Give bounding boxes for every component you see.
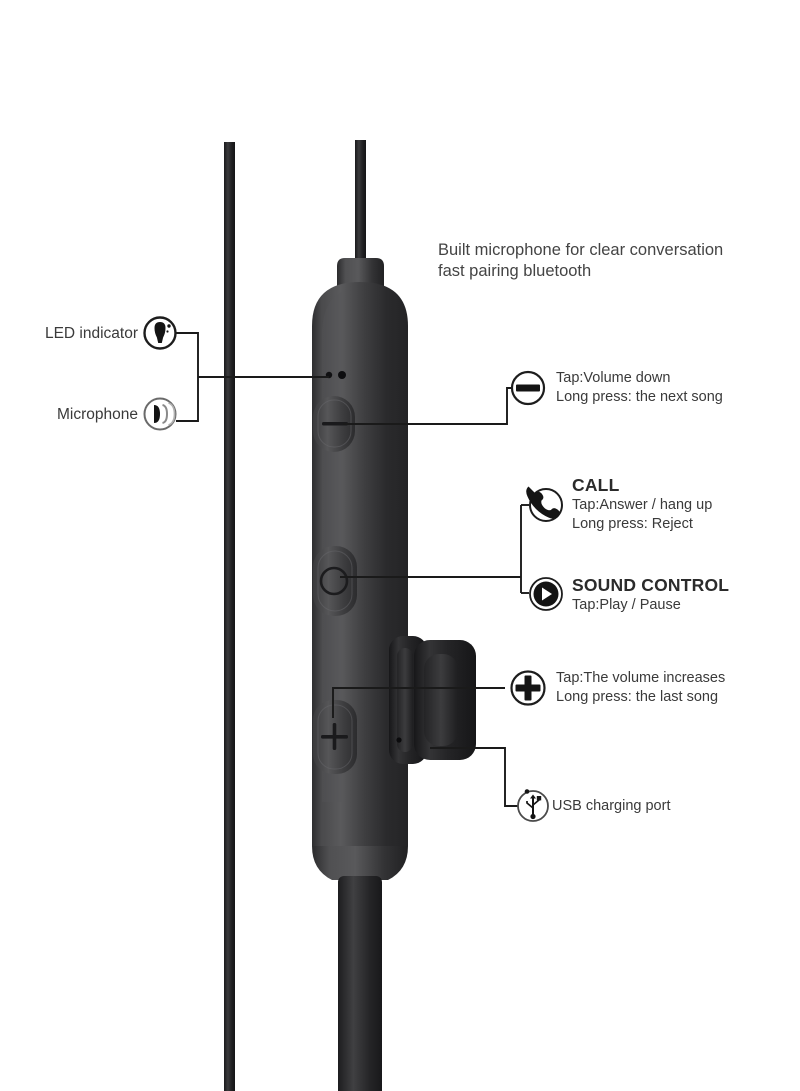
- microphone-label: Microphone: [57, 406, 138, 423]
- usb-port-label: USB charging port: [552, 798, 671, 814]
- leader-volume-up: [332, 687, 505, 718]
- device-multifunction-button[interactable]: [313, 546, 357, 616]
- module-base: [312, 846, 408, 880]
- module-cable: [355, 140, 366, 265]
- minus-circle-icon: [510, 370, 546, 406]
- lower-stub: [338, 876, 382, 976]
- usb-icon: [517, 789, 549, 822]
- play-circle-icon: [529, 577, 563, 611]
- header-line-1: Built microphone for clear conversation: [438, 241, 724, 259]
- left-cable: [224, 142, 235, 1091]
- volume-down-line-1: Tap:Volume down: [556, 370, 671, 386]
- device-volume-up-button[interactable]: [313, 700, 357, 774]
- led-indicator-label: LED indicator: [44, 325, 138, 342]
- header-line-2: fast pairing bluetooth: [438, 262, 592, 281]
- leader-volume-down: [343, 387, 513, 425]
- sound-control-title: SOUND CONTROL: [572, 575, 730, 595]
- volume-down-callout: Tap:Volume down Long press: the next son…: [556, 369, 723, 406]
- sound-control-line-1: Tap:Play / Pause: [572, 597, 681, 614]
- led-bulb-icon: [143, 316, 177, 350]
- microphone-pinhole: [338, 371, 346, 379]
- control-module: [312, 140, 476, 1091]
- call-line-1: Tap:Answer / hang up: [572, 497, 713, 514]
- shirt-clip: [389, 636, 476, 764]
- sound-control-callout: SOUND CONTROL Tap:Play / Pause: [572, 574, 729, 615]
- phone-handset-icon: [526, 486, 563, 522]
- plus-circle-icon: [510, 670, 546, 706]
- call-line-2: Long press: Reject: [572, 515, 693, 532]
- call-title: CALL: [572, 475, 620, 495]
- leader-lines: [176, 332, 529, 807]
- leader-led-mic-bracket: [176, 332, 199, 422]
- volume-down-line-2: Long press: the next song: [556, 388, 723, 405]
- leader-usb: [430, 747, 521, 807]
- microphone-icon: [143, 397, 177, 431]
- volume-up-callout: Tap:The volume increases Long press: the…: [556, 669, 725, 706]
- cable-collar: [337, 258, 384, 286]
- call-callout: CALL Tap:Answer / hang up Long press: Re…: [572, 474, 712, 533]
- volume-up-line-2: Long press: the last song: [556, 688, 719, 705]
- header-callout: Built microphone for clear conversation …: [438, 240, 723, 282]
- volume-up-line-1: Tap:The volume increases: [556, 670, 726, 686]
